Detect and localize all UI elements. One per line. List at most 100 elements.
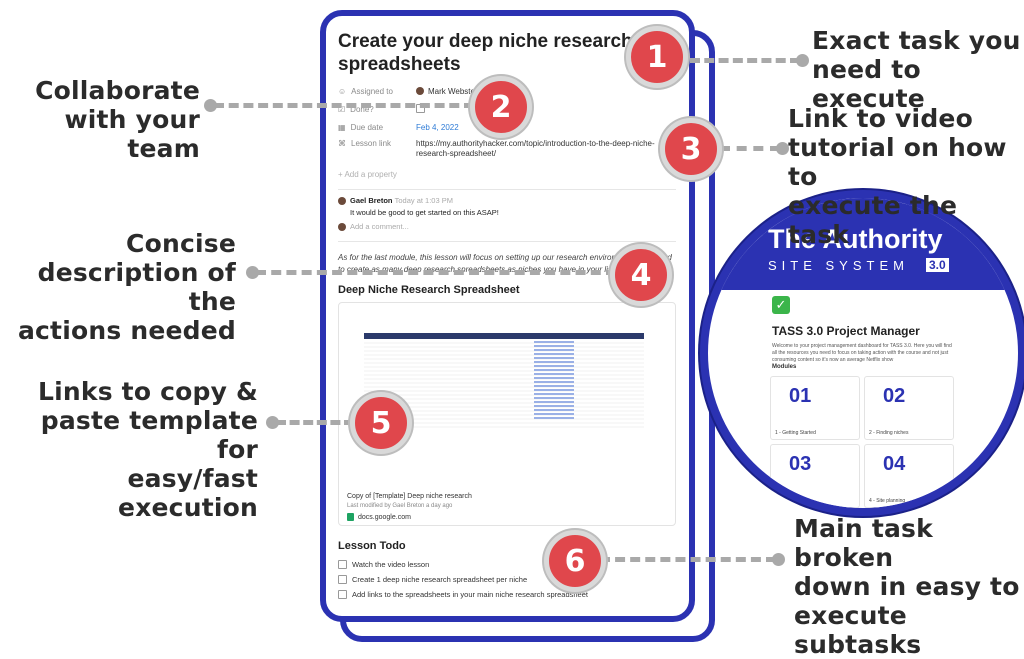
callout-line: with your team <box>64 105 200 163</box>
dashboard-desc: Welcome to your project management dashb… <box>772 343 952 363</box>
person-icon: ☺ <box>338 86 347 96</box>
callout-3: Link to video tutorial on how to execute… <box>788 104 1024 249</box>
add-property-button[interactable]: + Add a property <box>338 169 397 179</box>
todo-checkbox[interactable] <box>338 590 347 599</box>
connector-dot <box>772 553 785 566</box>
tass-dashboard-preview: The Authority SITE SYSTEM 3.0 ✓ TASS 3.0… <box>700 190 1024 516</box>
connector-dot <box>246 266 259 279</box>
module-number: 01 <box>789 385 812 407</box>
connector-5 <box>276 420 354 425</box>
connector-dot <box>796 54 809 67</box>
module-label: 4 - Site planning <box>869 498 906 504</box>
embed-meta: Last modified by Gael Breton a day ago <box>347 503 453 509</box>
callout-line: Link to video <box>788 104 973 133</box>
dashboard-title: TASS 3.0 Project Manager <box>772 324 920 338</box>
badge-5: 5 <box>350 392 412 454</box>
callout-1: Exact task you need to execute <box>812 26 1024 113</box>
badge-2: 2 <box>470 76 532 138</box>
connector-2 <box>214 103 474 108</box>
badge-6: 6 <box>544 530 606 592</box>
module-label: 3 - ... niches <box>775 498 803 504</box>
google-sheets-icon <box>347 513 354 521</box>
checkbox-prop-icon: ☑ <box>338 104 346 114</box>
task-title: Create your deep niche research spreadsh… <box>338 31 633 75</box>
callout-2: Collaborate with your team <box>6 76 200 163</box>
callout-line: execute the task <box>788 191 958 249</box>
module-number: 02 <box>883 385 906 407</box>
module-tile[interactable]: 02 2 - Finding niches <box>864 376 954 440</box>
module-tile[interactable]: 04 4 - Site planning <box>864 444 954 508</box>
callout-line: description of the <box>37 258 236 316</box>
todo-label: Create 1 deep niche research spreadsheet… <box>352 575 528 584</box>
connector-1 <box>690 58 800 63</box>
prop-due[interactable]: ▦Due date Feb 4, 2022 <box>338 118 676 136</box>
due-value: Feb 4, 2022 <box>416 122 459 132</box>
callout-line: actions needed <box>17 316 236 345</box>
description: As for the last module, this lesson will… <box>338 253 672 274</box>
connector-3 <box>720 146 780 151</box>
modules-label: Modules <box>772 364 797 370</box>
todo-checkbox[interactable] <box>338 560 347 569</box>
connector-dot <box>204 99 217 112</box>
avatar <box>338 196 346 205</box>
callout-line: tutorial on how to <box>788 133 1007 191</box>
connector-6 <box>600 557 776 562</box>
callout-line: Exact task you <box>812 26 1021 55</box>
comment-text: It would be good to get started on this … <box>350 208 499 217</box>
connector-dot <box>776 142 789 155</box>
callout-line: Concise <box>126 229 236 258</box>
callout-line: execute subtasks <box>794 601 922 659</box>
lesson-link[interactable]: https://my.authorityhacker.com/topic/int… <box>416 139 655 158</box>
callout-line: need to execute <box>812 55 925 113</box>
divider <box>338 189 676 190</box>
callout-4: Concise description of the actions neede… <box>4 229 236 345</box>
connector-4 <box>256 270 616 275</box>
callout-6: Main task broken down in easy to execute… <box>794 514 1024 659</box>
callout-line: paste template for <box>40 406 258 464</box>
avatar <box>416 87 424 96</box>
badge-3: 3 <box>660 118 722 180</box>
comment: Gael Breton Today at 1:03 PM <box>338 196 676 205</box>
callout-line: easy/fast execution <box>118 464 258 522</box>
assigned-value: Mark Webster <box>428 86 478 96</box>
todo-item[interactable]: Add links to the spreadsheets in your ma… <box>338 587 676 602</box>
calendar-icon: ▦ <box>338 122 346 132</box>
brand-subtitle: SITE SYSTEM <box>768 258 909 273</box>
todo-label: Add links to the spreadsheets in your ma… <box>352 590 588 599</box>
prop-assigned[interactable]: ☺ Assigned to Mark Webster <box>338 82 676 100</box>
embed-domain-text: docs.google.com <box>358 513 411 521</box>
module-tile[interactable]: 03 3 - ... niches <box>770 444 860 508</box>
todo-checkbox[interactable] <box>338 575 347 584</box>
embed-domain[interactable]: docs.google.com <box>347 513 411 521</box>
connector-dot <box>266 416 279 429</box>
lesson-label: Lesson link <box>351 139 392 148</box>
module-label: 1 - Getting Started <box>775 430 816 436</box>
comment-author: Gael Breton <box>350 196 393 205</box>
promo-header <box>708 198 1018 290</box>
badge-1: 1 <box>626 26 688 88</box>
add-comment-placeholder: Add a comment... <box>350 222 409 231</box>
link-icon: ⌘ <box>338 139 346 148</box>
module-number: 03 <box>789 453 812 475</box>
add-comment-input[interactable]: Add a comment... <box>338 222 676 231</box>
callout-line: Collaborate <box>35 76 200 105</box>
section-title: Deep Niche Research Spreadsheet <box>338 284 520 296</box>
todo-item[interactable]: Watch the video lesson <box>338 557 676 572</box>
todo-title: Lesson Todo <box>338 540 406 552</box>
checkmark-icon: ✓ <box>772 296 790 314</box>
module-label: 2 - Finding niches <box>869 430 909 436</box>
todo-item[interactable]: Create 1 deep niche research spreadsheet… <box>338 572 676 587</box>
callout-line: Links to copy & <box>37 377 258 406</box>
embed-title: Copy of [Template] Deep niche research <box>347 493 472 500</box>
divider <box>338 241 676 242</box>
avatar <box>338 222 346 231</box>
module-tile[interactable]: 01 1 - Getting Started <box>770 376 860 440</box>
done-label: Done? <box>350 104 374 114</box>
assigned-label: Assigned to <box>351 86 393 96</box>
comment-time: Today at 1:03 PM <box>394 196 453 205</box>
version-badge: 3.0 <box>926 258 949 272</box>
brand-title: The Authority <box>768 224 943 254</box>
prop-lesson[interactable]: ⌘ Lesson link https://my.authorityhacker.… <box>338 136 676 165</box>
badge-4: 4 <box>610 244 672 306</box>
module-number: 04 <box>883 453 906 475</box>
